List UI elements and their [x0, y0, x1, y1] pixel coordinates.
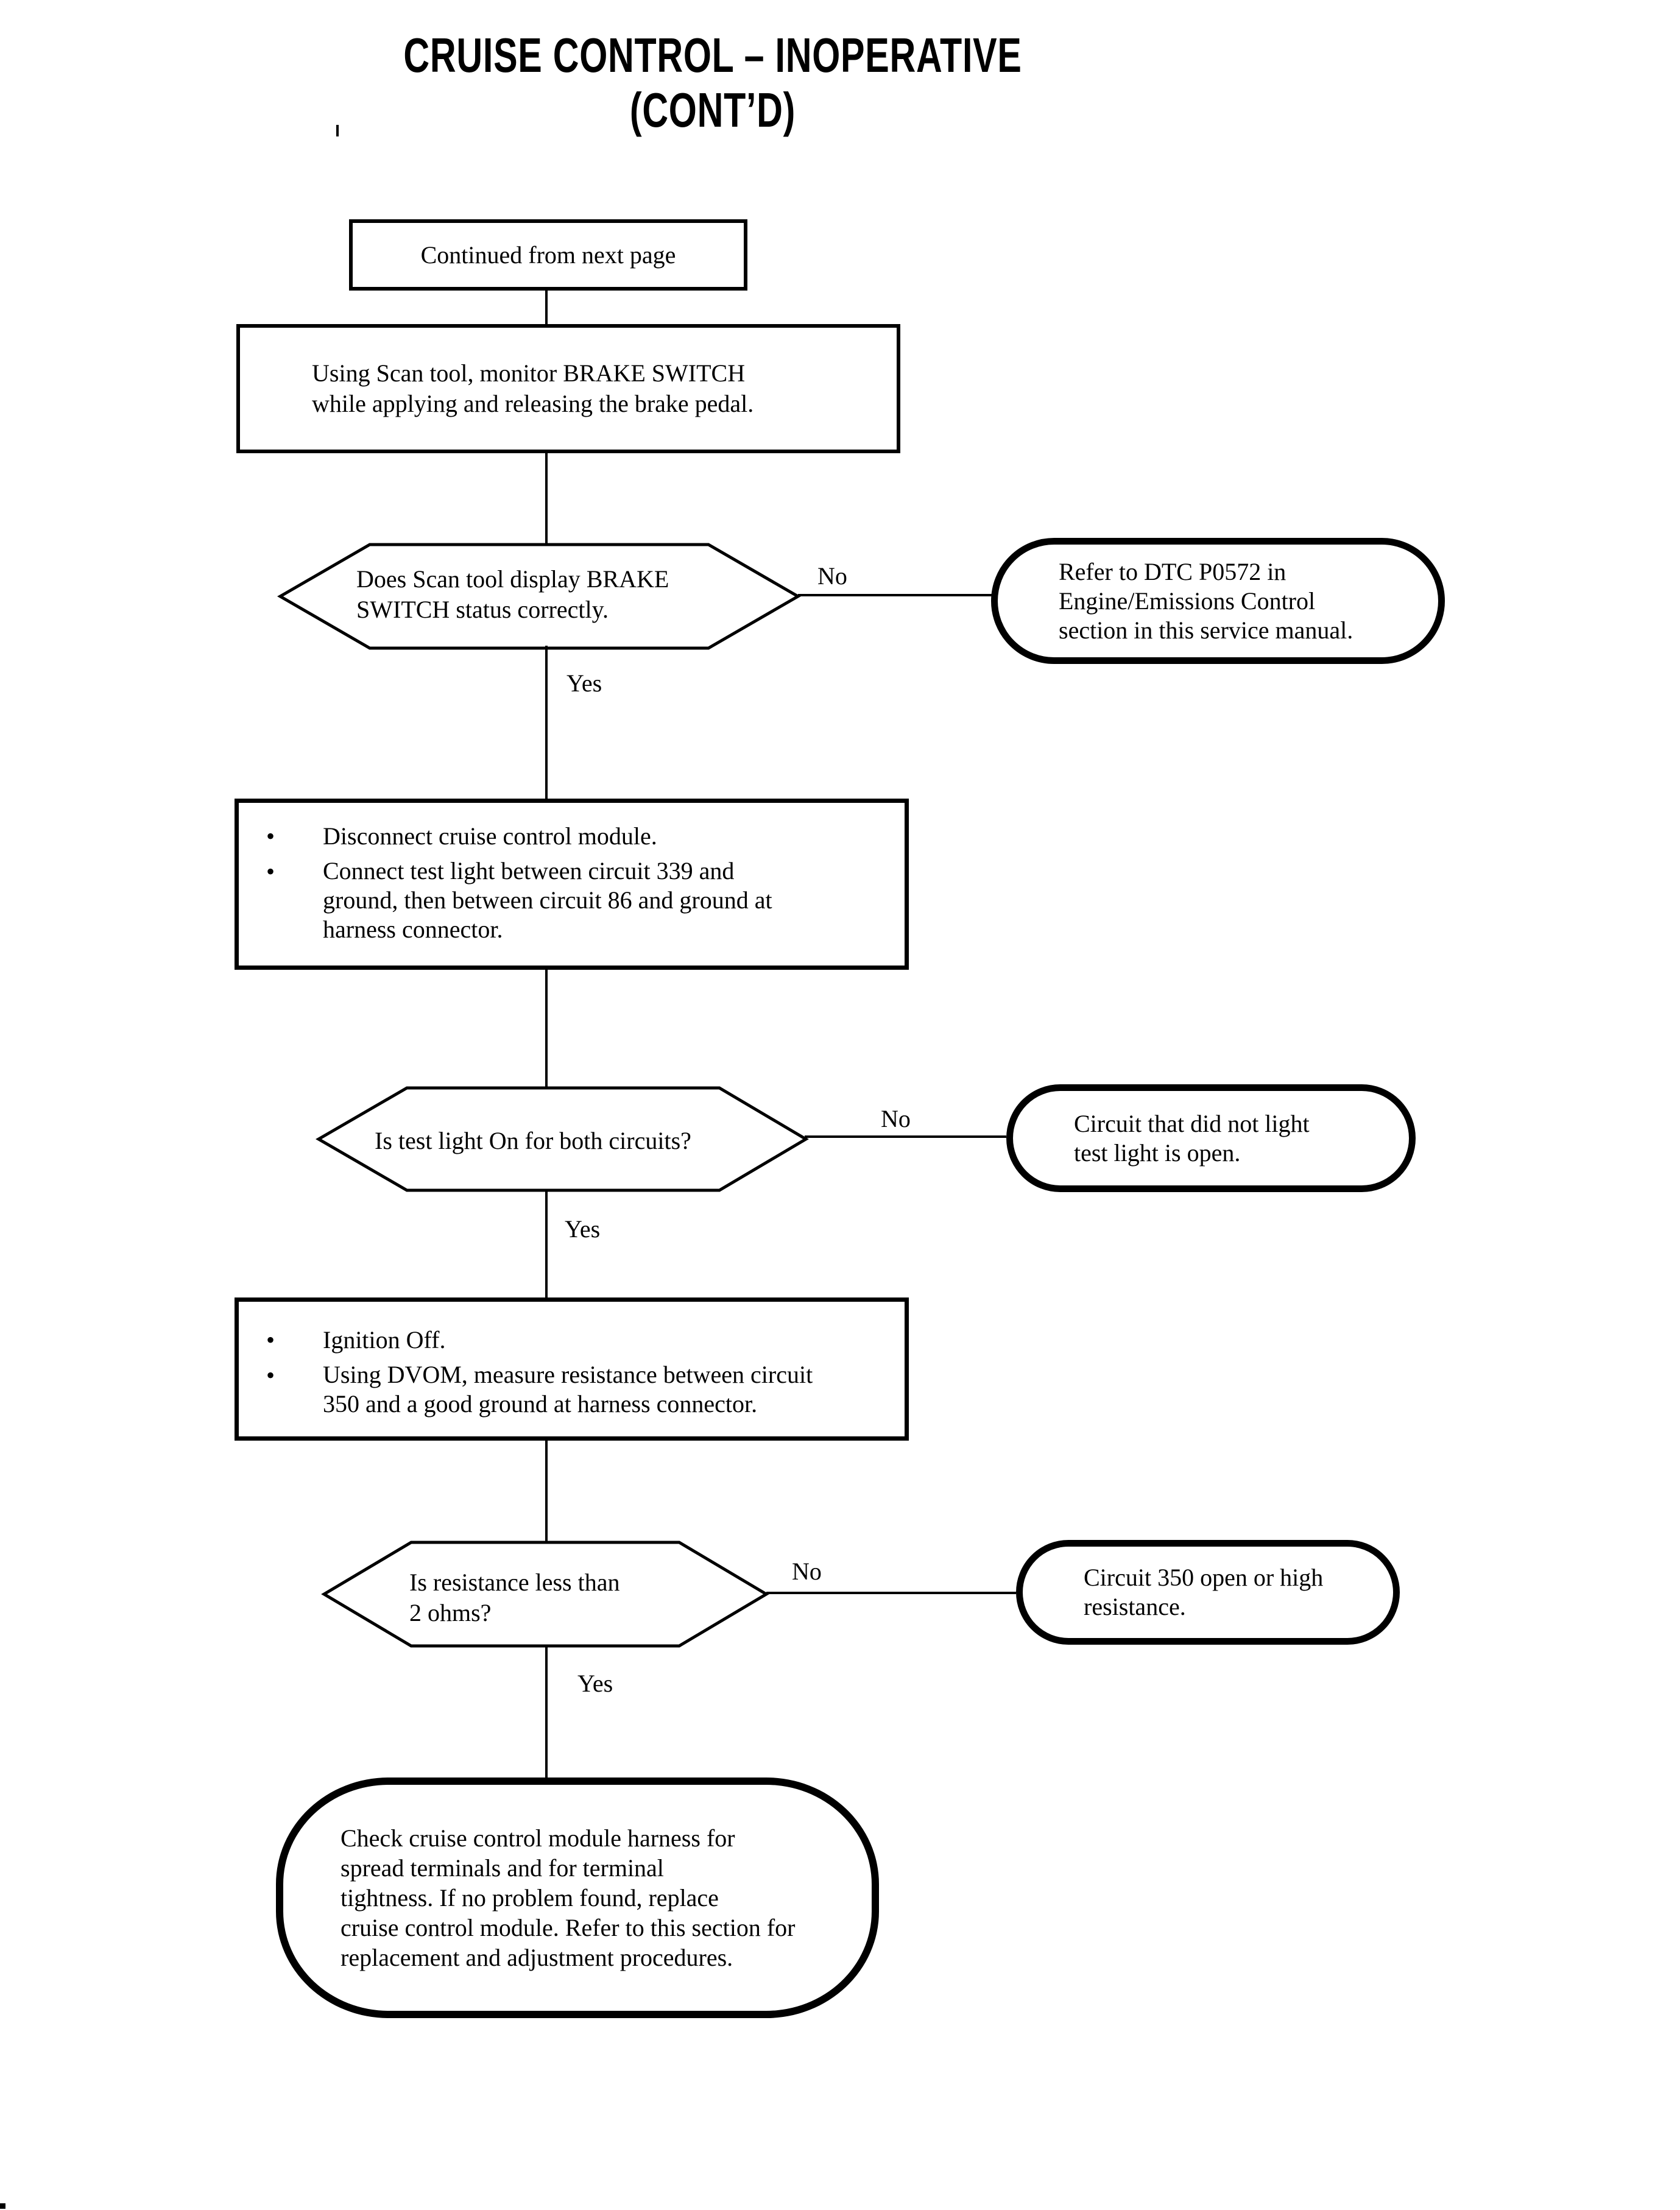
connector-line	[545, 1439, 548, 1544]
terminal-line2: spread terminals and for terminal	[341, 1854, 664, 1882]
step-measure-resistance: • Ignition Off. • Using DVOM, measure re…	[235, 1297, 909, 1441]
outcome-circuit-open: Circuit that did not light test light is…	[1006, 1084, 1416, 1192]
terminal-line5: replacement and adjustment procedures.	[341, 1944, 733, 1971]
step3-bullet2-line1: Using DVOM, measure resistance between c…	[323, 1361, 813, 1388]
decision3-line1: Is resistance less than	[409, 1569, 620, 1596]
outcome3-line2: resistance.	[1084, 1593, 1186, 1620]
outcome-dtc-p0572: Refer to DTC P0572 in Engine/Emissions C…	[991, 538, 1445, 664]
outcome1-line1: Refer to DTC P0572 in	[1059, 557, 1286, 585]
start-node-label: Continued from next page	[420, 241, 676, 269]
outcome1-line2: Engine/Emissions Control	[1059, 587, 1316, 615]
decision1-line2: SWITCH status correctly.	[356, 596, 609, 623]
decision-resistance-less-2-ohms: Is resistance less than 2 ohms?	[321, 1539, 770, 1649]
step1-line1: Using Scan tool, monitor BRAKE SWITCH	[312, 359, 746, 387]
page-title: CRUISE CONTROL – INOPERATIVE (CONT’D)	[361, 28, 1064, 138]
connector-line	[545, 1645, 548, 1779]
bullet-dot: •	[266, 858, 275, 885]
bullet-dot: •	[266, 822, 275, 850]
terminal-line1: Check cruise control module harness for	[341, 1824, 735, 1852]
outcome2-line2: test light is open.	[1074, 1139, 1241, 1167]
step-test-light-check: • Disconnect cruise control module. • Co…	[235, 799, 909, 970]
decision-hexagon-shape	[316, 1086, 809, 1192]
outcome1-line3: section in this service manual.	[1059, 616, 1354, 644]
step2-bullet2-line1: Connect test light between circuit 339 a…	[323, 857, 735, 884]
decision1-line1: Does Scan tool display BRAKE	[356, 565, 669, 593]
start-node: Continued from next page	[349, 219, 747, 291]
no-label-3: No	[792, 1558, 822, 1585]
no-label-2: No	[881, 1105, 911, 1132]
outcome2-line1: Circuit that did not light	[1074, 1109, 1310, 1137]
connector-line	[545, 646, 548, 799]
connector-line	[545, 969, 548, 1089]
bullet-item: • Disconnect cruise control module.	[266, 821, 892, 852]
decision3-line2: 2 ohms?	[409, 1599, 492, 1626]
connector-line	[545, 453, 548, 546]
connector-line	[545, 1190, 548, 1297]
step2-bullet2-line2: ground, then between circuit 86 and grou…	[323, 886, 772, 914]
bullet-dot: •	[266, 1361, 275, 1389]
yes-label-2: Yes	[565, 1215, 601, 1243]
bullet-item: • Ignition Off.	[266, 1325, 892, 1355]
page-title-line2: (CONT’D)	[629, 83, 796, 137]
bullet-item: • Connect test light between circuit 339…	[266, 856, 892, 944]
connector-line	[805, 1135, 1006, 1138]
page-corner-speck	[0, 2203, 5, 2209]
decision-scan-tool-display: Does Scan tool display BRAKE SWITCH stat…	[277, 542, 801, 651]
step2-bullet2-line3: harness connector.	[323, 916, 503, 943]
stray-tick-mark	[336, 125, 339, 136]
outcome-circuit-350-open: Circuit 350 open or high resistance.	[1016, 1540, 1400, 1645]
outcome3-line1: Circuit 350 open or high	[1084, 1564, 1324, 1591]
connector-line	[798, 594, 993, 596]
decision-hexagon-shape	[321, 1541, 769, 1648]
yes-label-1: Yes	[566, 669, 602, 697]
bullet-dot: •	[266, 1326, 275, 1354]
step-monitor-brake-switch: Using Scan tool, monitor BRAKE SWITCH wh…	[236, 324, 900, 453]
connector-line	[766, 1592, 1016, 1594]
step1-line2: while applying and releasing the brake p…	[312, 390, 754, 417]
decision-hexagon-shape	[277, 543, 801, 650]
step3-bullet2-line2: 350 and a good ground at harness connect…	[323, 1390, 758, 1417]
no-label-1: No	[817, 562, 847, 590]
decision2-line1: Is test light On for both circuits?	[375, 1127, 691, 1154]
page-title-line1: CRUISE CONTROL – INOPERATIVE	[403, 28, 1022, 82]
step3-bullet1-line1: Ignition Off.	[323, 1326, 446, 1354]
terminal-line4: cruise control module. Refer to this sec…	[341, 1914, 796, 1941]
connector-line	[545, 291, 548, 324]
step2-bullet1-line1: Disconnect cruise control module.	[323, 822, 657, 850]
decision-test-light-on: Is test light On for both circuits?	[316, 1086, 809, 1193]
terminal-line3: tightness. If no problem found, replace	[341, 1884, 719, 1912]
yes-label-3: Yes	[577, 1670, 613, 1697]
terminal-check-harness: Check cruise control module harness for …	[276, 1778, 879, 2018]
bullet-item: • Using DVOM, measure resistance between…	[266, 1360, 892, 1419]
